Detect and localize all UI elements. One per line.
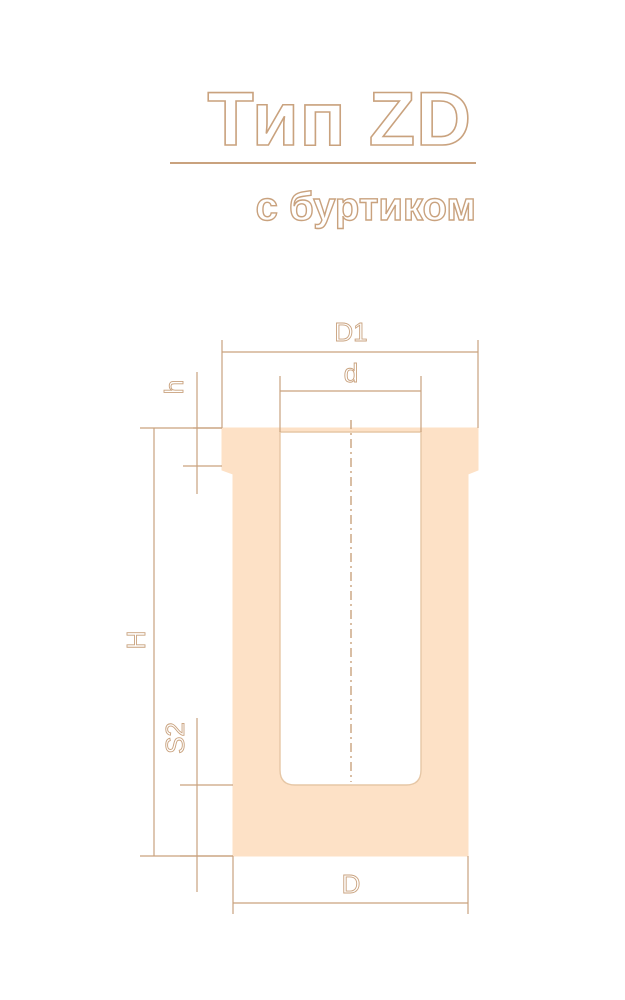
dimension-D (232, 856, 469, 914)
drawing-subtitle: с буртиком (255, 184, 477, 229)
label-D1: D1 (334, 317, 367, 347)
dimension-S2 (180, 718, 233, 892)
dimension-d (279, 376, 422, 432)
label-D: D (342, 869, 361, 899)
inner-bore (279, 431, 422, 786)
label-H: H (121, 631, 151, 650)
dimension-H (140, 427, 233, 857)
label-S2: S2 (160, 722, 190, 754)
drawing-title: Тип ZD (207, 77, 472, 162)
dimension-D1 (221, 340, 479, 428)
label-d: d (344, 358, 358, 388)
title-underline (170, 162, 476, 164)
label-h: h (159, 380, 189, 394)
